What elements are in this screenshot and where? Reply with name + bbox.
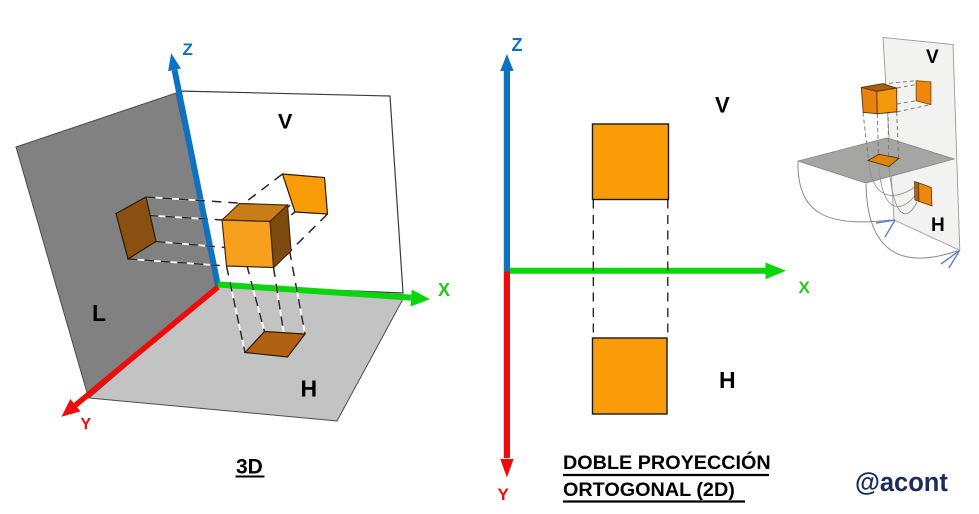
svg-text:3D: 3D bbox=[236, 456, 263, 479]
svg-text:L: L bbox=[92, 300, 106, 326]
svg-text:Y: Y bbox=[498, 485, 510, 504]
svg-text:H: H bbox=[931, 215, 945, 236]
svg-text:V: V bbox=[278, 110, 293, 134]
svg-text:Z: Z bbox=[183, 40, 193, 59]
svg-text:V: V bbox=[926, 47, 939, 68]
svg-text:H: H bbox=[301, 376, 318, 402]
svg-text:ORTOGONAL (2D): ORTOGONAL (2D) bbox=[563, 479, 735, 501]
svg-text:X: X bbox=[438, 280, 450, 300]
svg-text:V: V bbox=[715, 93, 730, 118]
svg-text:H: H bbox=[719, 367, 736, 393]
svg-text:DOBLE PROYECCIÓN: DOBLE PROYECCIÓN bbox=[563, 450, 771, 474]
svg-text:X: X bbox=[799, 278, 811, 297]
svg-text:@acont: @acont bbox=[855, 469, 948, 497]
svg-text:Y: Y bbox=[81, 416, 92, 433]
svg-text:Z: Z bbox=[512, 35, 523, 55]
